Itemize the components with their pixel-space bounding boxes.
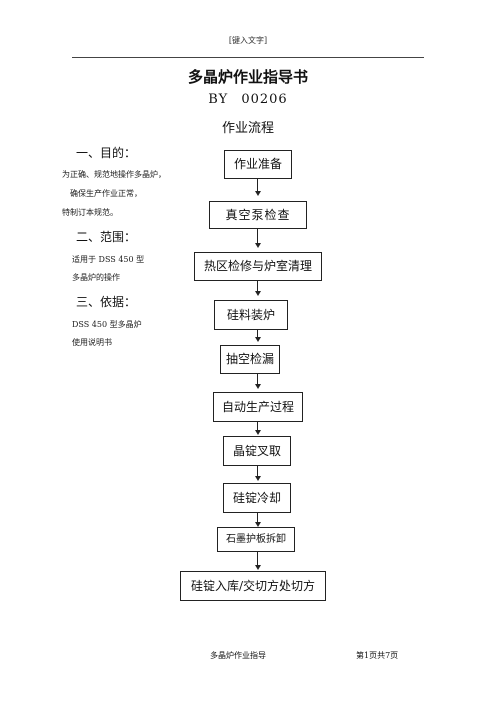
footer-document-name: 多晶炉作业指导 <box>210 651 266 660</box>
document-title: 多晶炉作业指导书 <box>187 68 308 86</box>
arrow-down-icon <box>255 291 261 296</box>
section-purpose-line: 为正确、规范地操作多晶炉， <box>62 170 166 179</box>
header-rule <box>72 57 424 58</box>
arrow-down-icon <box>255 243 261 248</box>
flow-step-box: 真空泵检查 <box>209 201 307 229</box>
arrow-down-icon <box>255 384 261 389</box>
flow-step-box: 抽空检漏 <box>220 345 280 374</box>
arrow-down-icon <box>255 337 261 342</box>
section-purpose-line: 特制订本规范。 <box>62 208 118 217</box>
page-header-text: [键入文字] <box>228 36 268 45</box>
section-basis-line: DSS 450 型多晶炉 <box>72 320 142 329</box>
flow-connector <box>257 466 258 476</box>
flow-connector <box>257 552 258 565</box>
flow-step-box: 晶锭叉取 <box>223 436 291 466</box>
arrow-down-icon <box>255 565 261 570</box>
flow-connector <box>257 281 258 291</box>
arrow-down-icon <box>255 430 261 435</box>
flow-step-box: 硅锭入库/交切方处切方 <box>180 571 326 601</box>
section-scope-line: 适用于 DSS 450 型 <box>72 255 145 264</box>
flow-step-box: 石墨护板拆卸 <box>217 527 295 552</box>
section-scope-line: 多晶炉的操作 <box>72 273 120 282</box>
section-purpose-line: 确保生产作业正常， <box>70 189 142 198</box>
flow-connector <box>257 422 258 430</box>
section-basis-line: 使用说明书 <box>72 338 112 347</box>
flow-connector <box>257 179 258 191</box>
arrow-down-icon <box>255 191 261 196</box>
flow-connector <box>257 229 258 243</box>
flow-step-box: 自动生产过程 <box>213 392 303 422</box>
flow-step-box: 热区检修与炉室清理 <box>194 252 322 281</box>
section-purpose-heading: 一、目的： <box>76 146 137 160</box>
flow-connector <box>257 374 258 384</box>
document-code: BY 00206 <box>208 92 288 107</box>
section-scope-heading: 二、范围： <box>76 230 137 244</box>
section-basis-heading: 三、依据： <box>76 295 137 309</box>
flow-step-box: 硅料装炉 <box>214 300 288 330</box>
flow-connector <box>257 330 258 337</box>
arrow-down-icon <box>255 522 261 527</box>
flow-connector <box>257 513 258 522</box>
document-subtitle: 作业流程 <box>221 121 274 136</box>
arrow-down-icon <box>255 476 261 481</box>
flow-step-box: 作业准备 <box>224 150 292 179</box>
flow-step-box: 硅锭冷却 <box>223 483 291 513</box>
footer-page-number: 第1页共7页 <box>356 651 399 660</box>
